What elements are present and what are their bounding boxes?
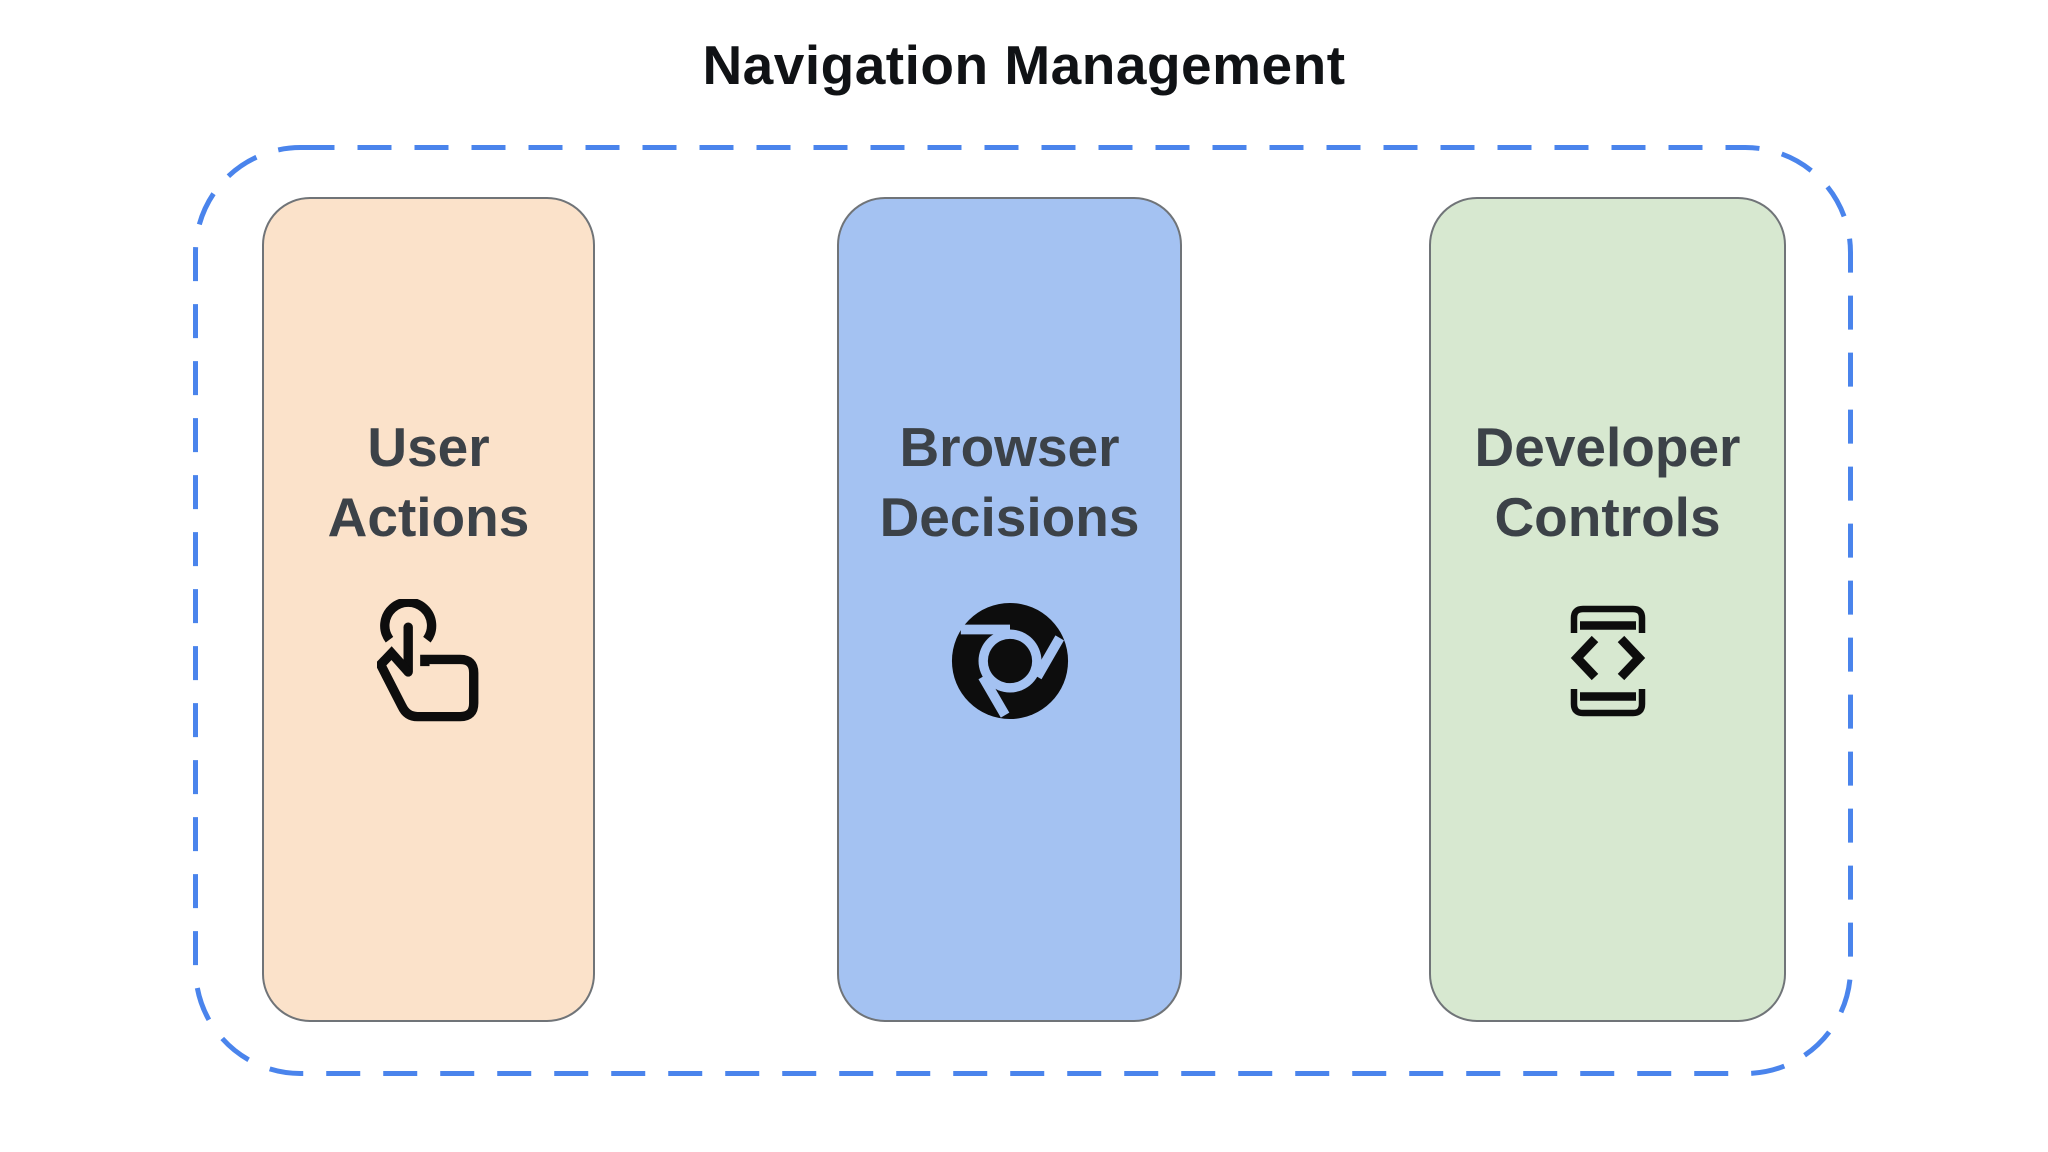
card-label: User Actions	[327, 416, 530, 548]
chrome-browser-icon	[949, 598, 1071, 724]
card-label: Developer Controls	[1474, 416, 1741, 548]
developer-mode-icon	[1566, 598, 1650, 724]
card-developer-controls: Developer Controls	[1429, 197, 1786, 1022]
card-user-actions: User Actions	[262, 197, 595, 1022]
diagram-title: Navigation Management	[702, 34, 1346, 96]
touch-gesture-icon	[376, 598, 481, 724]
card-browser-decisions: Browser Decisions	[837, 197, 1182, 1022]
card-label: Browser Decisions	[879, 416, 1140, 548]
